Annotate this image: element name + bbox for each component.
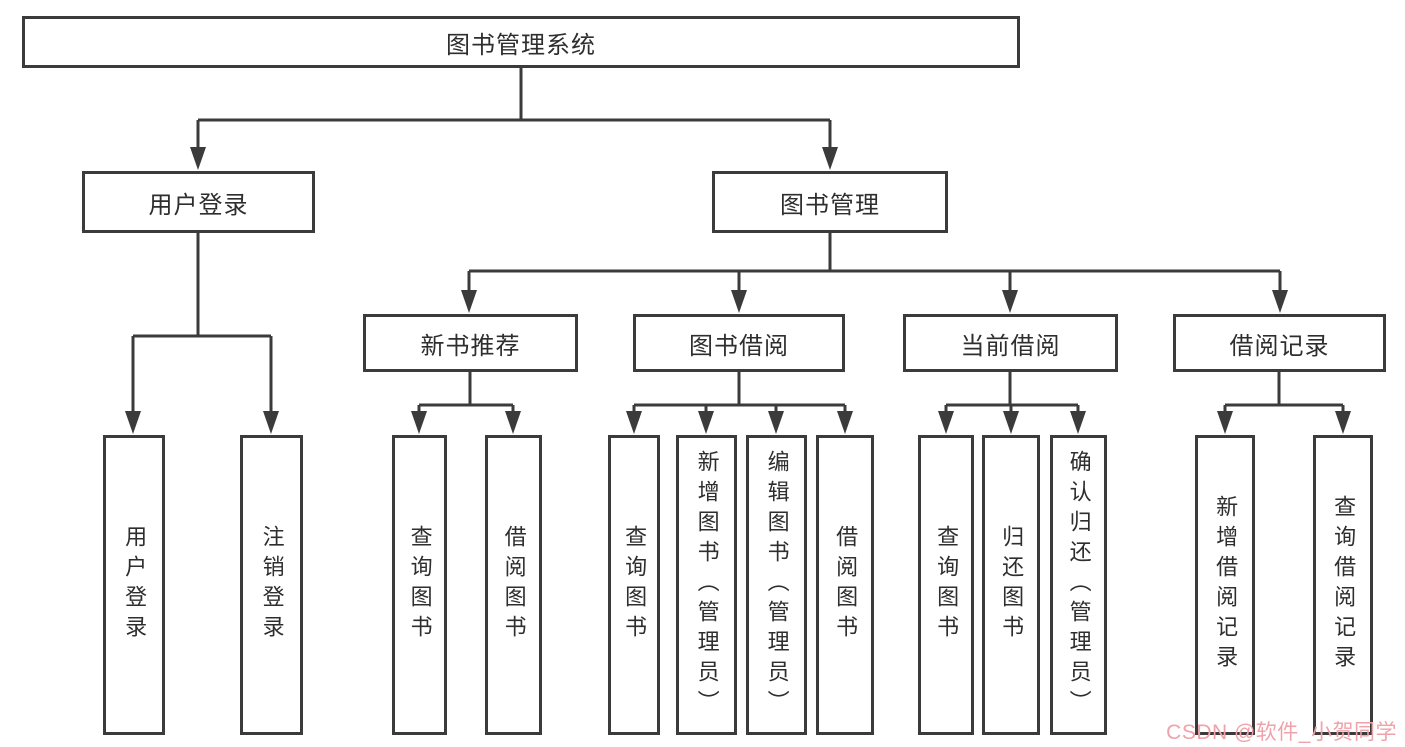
- node-label: 借阅图书: [833, 525, 859, 645]
- node-label: 用户登录: [122, 525, 148, 645]
- leaf-records-add-record: 新增借阅记录: [1195, 435, 1255, 735]
- node-label: 图书管理: [780, 191, 880, 219]
- node-label: 新书推荐: [420, 332, 521, 360]
- arrowhead: [1002, 290, 1018, 313]
- connector-userlogin-to-leaves: [131, 233, 273, 412]
- node-root-system: 图书管理系统: [22, 16, 1020, 68]
- node-label: 用户登录: [148, 191, 249, 219]
- node-label: 编辑图书（管理员）: [764, 450, 790, 720]
- leaf-current-return-books: 归还图书: [982, 435, 1040, 735]
- arrowhead: [698, 411, 714, 434]
- arrowhead: [505, 411, 521, 434]
- node-label: 查询图书: [407, 525, 433, 645]
- connector-bookborrow-to-leaves: [632, 372, 847, 412]
- connector-bookmgmt-to-level2: [467, 233, 1282, 292]
- node-label: 借阅图书: [501, 525, 527, 645]
- node-label: 归还图书: [999, 525, 1025, 645]
- arrowhead: [263, 411, 279, 434]
- arrowhead: [822, 147, 838, 170]
- node-label: 图书管理系统: [446, 31, 596, 59]
- arrowhead: [837, 411, 853, 434]
- arrowhead: [1335, 411, 1351, 434]
- leaf-newbook-borrow-books: 借阅图书: [485, 435, 542, 735]
- node-label: 确认归还（管理员）: [1066, 450, 1092, 720]
- arrowhead: [731, 290, 747, 313]
- connector-currentborrow-to-leaves: [944, 372, 1080, 412]
- arrowhead: [461, 290, 477, 313]
- arrowhead: [1272, 290, 1288, 313]
- leaf-borrow-edit-books-admin: 编辑图书（管理员）: [746, 435, 807, 735]
- arrowhead: [1217, 411, 1233, 434]
- node-label: 查询图书: [934, 525, 960, 645]
- node-label: 新增图书（管理员）: [694, 450, 720, 720]
- node-user-login: 用户登录: [82, 171, 315, 233]
- node-book-borrow: 图书借阅: [633, 314, 845, 372]
- leaf-current-query-books: 查询图书: [918, 435, 974, 735]
- node-label: 借阅记录: [1229, 332, 1330, 360]
- leaf-newbook-query-books: 查询图书: [392, 435, 447, 735]
- node-label: 图书借阅: [689, 332, 789, 360]
- leaf-borrow-query-books: 查询图书: [608, 435, 660, 735]
- node-label: 当前借阅: [960, 332, 1061, 360]
- arrowhead: [190, 147, 206, 170]
- node-current-borrow: 当前借阅: [903, 314, 1118, 372]
- leaf-borrow-add-books-admin: 新增图书（管理员）: [676, 435, 737, 735]
- arrowhead: [768, 411, 784, 434]
- arrowhead: [1070, 411, 1086, 434]
- node-new-book-recommend: 新书推荐: [363, 314, 578, 372]
- leaf-current-confirm-return-admin: 确认归还（管理员）: [1050, 435, 1107, 735]
- node-label: 查询图书: [622, 525, 648, 645]
- node-label: 查询借阅记录: [1331, 495, 1357, 675]
- leaf-logout-login: 注销登录: [240, 435, 303, 735]
- arrowhead: [125, 411, 141, 434]
- leaf-user-login: 用户登录: [103, 435, 165, 735]
- node-label: 注销登录: [259, 525, 285, 645]
- arrowhead: [626, 411, 642, 434]
- leaf-records-query-record: 查询借阅记录: [1313, 435, 1373, 735]
- connector-records-to-leaves: [1223, 372, 1345, 412]
- node-borrow-records: 借阅记录: [1173, 314, 1386, 372]
- arrowhead: [1003, 411, 1019, 434]
- arrowhead: [938, 411, 954, 434]
- arrowhead: [411, 411, 427, 434]
- node-book-management: 图书管理: [712, 171, 948, 233]
- connector-newbook-to-leaves: [417, 372, 515, 412]
- csdn-watermark: CSDN @软件_小贺同学: [1166, 721, 1397, 744]
- node-label: 新增借阅记录: [1213, 495, 1239, 675]
- connector-root-to-level1: [196, 68, 832, 148]
- leaf-borrow-borrow-books: 借阅图书: [816, 435, 874, 735]
